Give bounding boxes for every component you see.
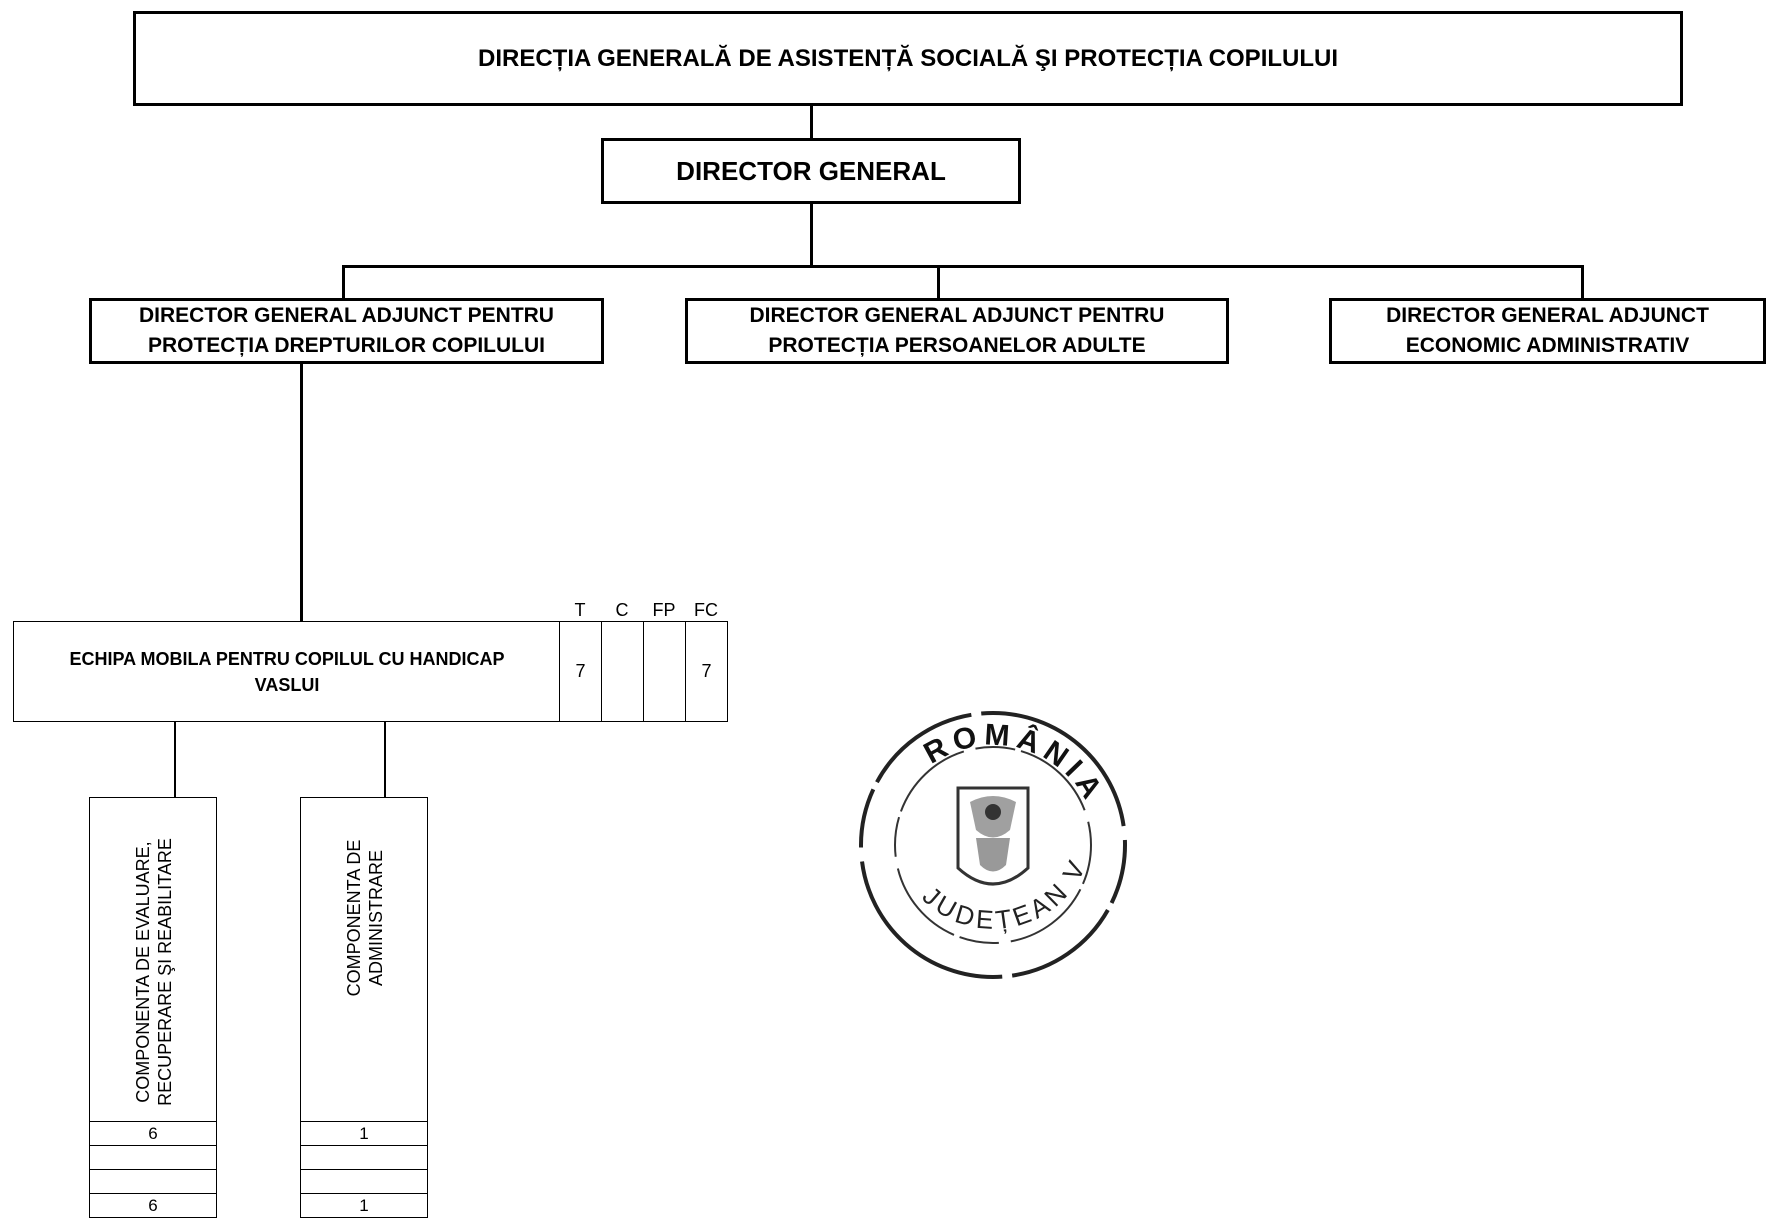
component-row-cell: 6 (89, 1121, 217, 1146)
connector-line (300, 364, 303, 622)
component-row-cell: 1 (300, 1121, 428, 1146)
mobile-team-box: ECHIPA MOBILA PENTRU COPILUL CU HANDICAP… (13, 621, 561, 722)
component-row-cell (300, 1169, 428, 1194)
deputy-director-adult-protection-box: DIRECTOR GENERAL ADJUNCT PENTRU PROTECȚI… (685, 298, 1229, 364)
component-evaluation-box: COMPONENTA DE EVALUARE, RECUPERARE ŞI RE… (89, 797, 217, 1123)
connector-line (937, 265, 940, 299)
connector-line (174, 722, 176, 798)
staff-cell-t: 7 (559, 621, 602, 722)
connector-line (810, 106, 813, 140)
staff-cell-c (601, 621, 644, 722)
mobile-team-label: ECHIPA MOBILA PENTRU COPILUL CU HANDICAP… (69, 648, 505, 695)
component-row-cell (89, 1169, 217, 1194)
component-row-value: 6 (148, 1195, 158, 1215)
column-header-t: T (574, 600, 586, 620)
connector-line (810, 204, 813, 266)
component-evaluation-label: COMPONENTA DE EVALUARE, RECUPERARE ŞI RE… (133, 838, 175, 1106)
component-row-value: 6 (148, 1123, 158, 1143)
director-general-label: DIRECTOR GENERAL (676, 155, 946, 186)
column-header-fp: FP (652, 600, 676, 620)
column-header-c: C (615, 600, 629, 620)
stamp-top-text: ROMÂNIA (918, 718, 1105, 809)
svg-text:ROMÂNIA: ROMÂNIA (918, 718, 1111, 809)
deputy-director-label: DIRECTOR GENERAL ADJUNCT PENTRU PROTECȚI… (139, 304, 554, 357)
component-row-cell (300, 1145, 428, 1170)
component-administration-box: COMPONENTA DE ADMINISTRARE (300, 797, 428, 1123)
component-row-cell (89, 1145, 217, 1170)
deputy-director-economic-box: DIRECTOR GENERAL ADJUNCT ECONOMIC ADMINI… (1329, 298, 1766, 364)
component-row-value: 1 (359, 1123, 369, 1143)
component-row-cell: 6 (89, 1193, 217, 1218)
component-administration-label: COMPONENTA DE ADMINISTRARE (344, 839, 386, 997)
deputy-director-child-protection-box: DIRECTOR GENERAL ADJUNCT PENTRU PROTECȚI… (89, 298, 604, 364)
staff-cell-fc: 7 (685, 621, 728, 722)
org-title: DIRECȚIA GENERALĂ DE ASISTENȚĂ SOCIALĂ Ş… (477, 44, 1339, 72)
column-header-fc: FC (694, 600, 718, 620)
deputy-director-label: DIRECTOR GENERAL ADJUNCT PENTRU PROTECȚI… (749, 304, 1165, 357)
connector-line (1581, 265, 1584, 299)
staff-value: 7 (701, 661, 712, 681)
official-stamp: ROMÂNIA JUDEȚEAN VASLUI (848, 700, 1127, 979)
deputy-director-label: DIRECTOR GENERAL ADJUNCT ECONOMIC ADMINI… (1386, 304, 1709, 357)
connector-line (342, 265, 345, 299)
org-title-box: DIRECȚIA GENERALĂ DE ASISTENȚĂ SOCIALĂ Ş… (133, 11, 1683, 106)
component-row-value: 1 (359, 1195, 369, 1215)
branch-line (342, 265, 1584, 268)
coat-of-arms-icon (956, 786, 1030, 886)
connector-line (384, 722, 386, 798)
director-general-box: DIRECTOR GENERAL (601, 138, 1021, 204)
staff-value: 7 (575, 661, 586, 681)
component-row-cell: 1 (300, 1193, 428, 1218)
staff-cell-fp (643, 621, 686, 722)
